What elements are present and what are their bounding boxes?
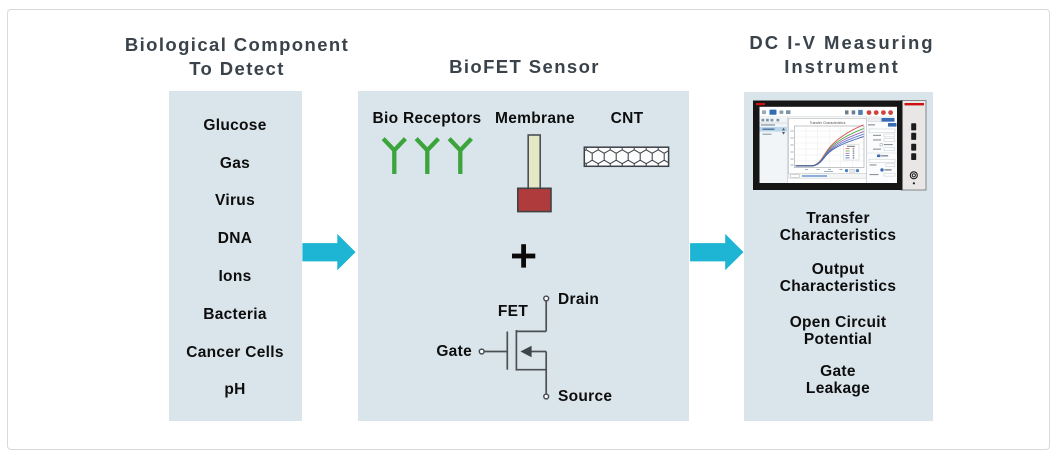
- svg-text:Transfer Characteristics: Transfer Characteristics: [810, 121, 846, 125]
